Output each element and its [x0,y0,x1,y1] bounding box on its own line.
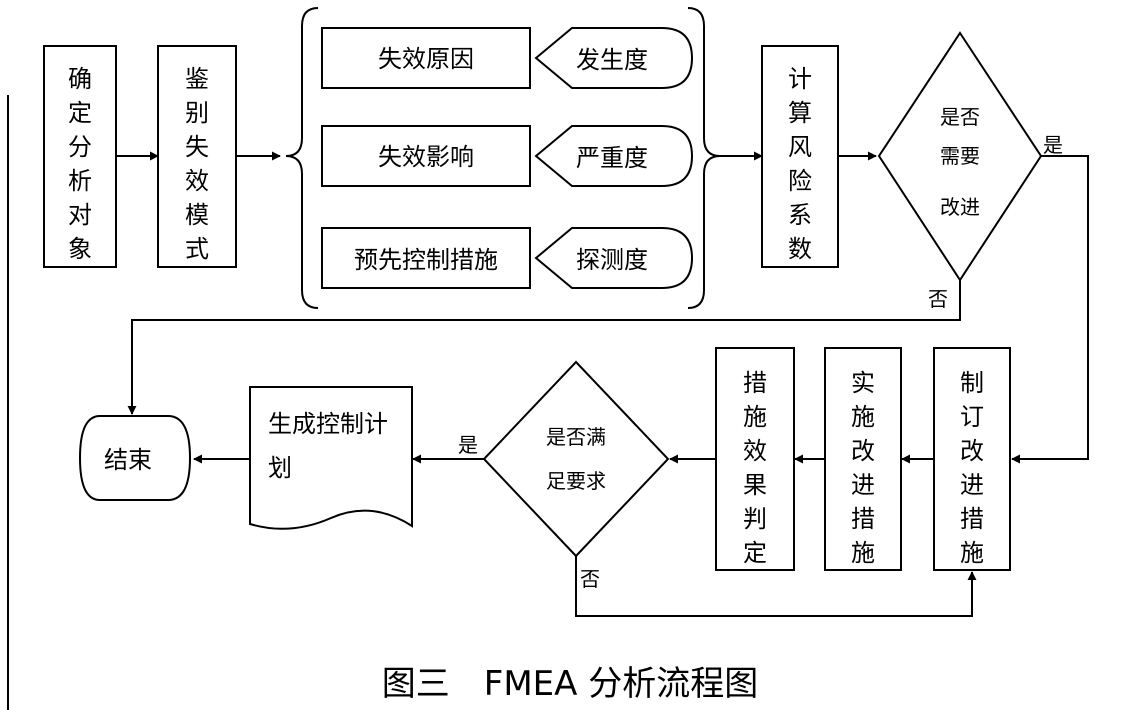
node-implement-improve[interactable]: 实施改进措施 [824,347,902,571]
node-need-improve-line2: 需要 [940,144,980,168]
node-make-improve-label: 制订改进措施 [960,369,984,567]
edge-label-yes-2: 是 [458,433,478,457]
node-judge-effect[interactable]: 措施效果判定 [715,347,795,571]
node-identify-failure-mode-label: 鉴别失效模式 [185,65,209,263]
node-prior-control-label: 预先控制措施 [354,246,498,274]
left-brace [285,7,319,309]
edge-need-improve-no [127,280,961,415]
node-severity[interactable]: 严重度 [534,125,694,187]
node-need-improve-line3: 改进 [940,195,980,219]
node-meets-requirements-line2: 足要求 [546,469,606,493]
node-calc-risk-label: 计算风险系数 [788,65,812,263]
node-judge-effect-label: 措施效果判定 [743,369,767,567]
node-calc-risk[interactable]: 计算风险系数 [761,45,839,268]
node-failure-cause[interactable]: 失效原因 [321,27,531,89]
node-need-improve[interactable]: 是否 需要 改进 [877,31,1043,282]
node-failure-cause-label: 失效原因 [378,45,474,73]
node-occurrence-label: 发生度 [576,46,648,74]
edge-label-no-2: 否 [580,567,600,591]
edge-meets-no [575,556,977,617]
node-severity-label: 严重度 [576,144,648,172]
node-generate-control-plan[interactable]: 生成控制计 划 [249,386,413,530]
node-meets-requirements-line1: 是否满 [546,425,606,449]
node-end[interactable]: 结束 [78,415,192,501]
node-meets-requirements[interactable]: 是否满 足要求 [482,360,670,558]
edge-need-improve-yes [1011,155,1089,464]
edge-label-yes-1: 是 [1043,133,1063,157]
node-implement-improve-label: 实施改进措施 [851,369,875,567]
node-generate-control-plan-line2: 划 [268,454,292,482]
node-end-label: 结束 [104,446,152,474]
node-failure-effect[interactable]: 失效影响 [321,125,531,187]
node-detection[interactable]: 探测度 [534,227,694,289]
node-detection-label: 探测度 [576,246,648,274]
node-identify-failure-mode[interactable]: 鉴别失效模式 [157,45,237,268]
node-determine-object-label: 确定分析对象 [68,65,92,263]
edge-label-no-1: 否 [928,287,948,311]
node-failure-effect-label: 失效影响 [378,143,474,171]
node-occurrence[interactable]: 发生度 [534,27,694,89]
figure-caption: 图三 FMEA 分析流程图 [382,664,758,704]
node-prior-control[interactable]: 预先控制措施 [321,227,531,289]
node-determine-object[interactable]: 确定分析对象 [43,45,117,268]
node-need-improve-line1: 是否 [940,105,980,129]
node-make-improve[interactable]: 制订改进措施 [933,347,1011,571]
node-generate-control-plan-line1: 生成控制计 [268,410,388,438]
